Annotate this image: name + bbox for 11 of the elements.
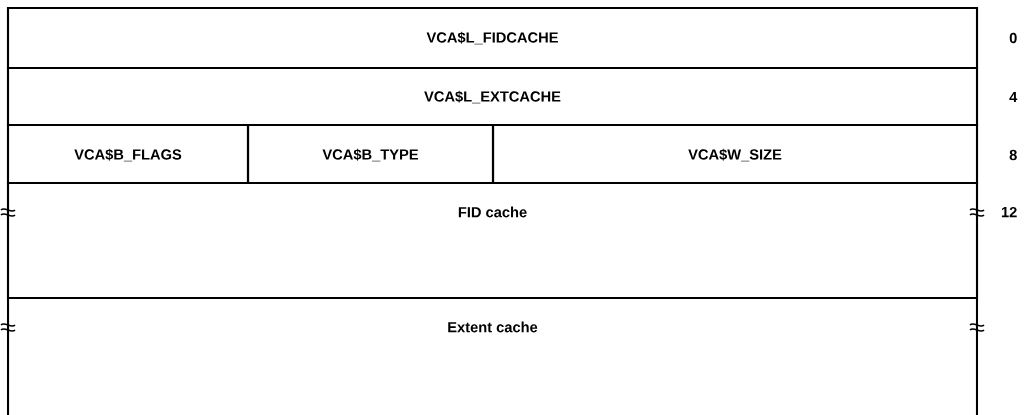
offset-label: 8: [1009, 149, 1017, 161]
field-cell: VCA$L_FIDCACHE: [6, 6, 979, 70]
field-cell: Extent cache: [6, 296, 979, 415]
field-cell: FID cache: [6, 181, 979, 300]
field-cell: VCA$L_EXTCACHE: [6, 66, 979, 127]
field-cell: VCA$W_SIZE: [491, 123, 979, 185]
offset-label: 12: [1001, 206, 1017, 218]
field-cell: VCA$B_FLAGS: [6, 123, 250, 185]
offset-label: 0: [1009, 32, 1017, 44]
field-cell: VCA$B_TYPE: [246, 123, 495, 185]
offset-label: 4: [1009, 91, 1018, 103]
